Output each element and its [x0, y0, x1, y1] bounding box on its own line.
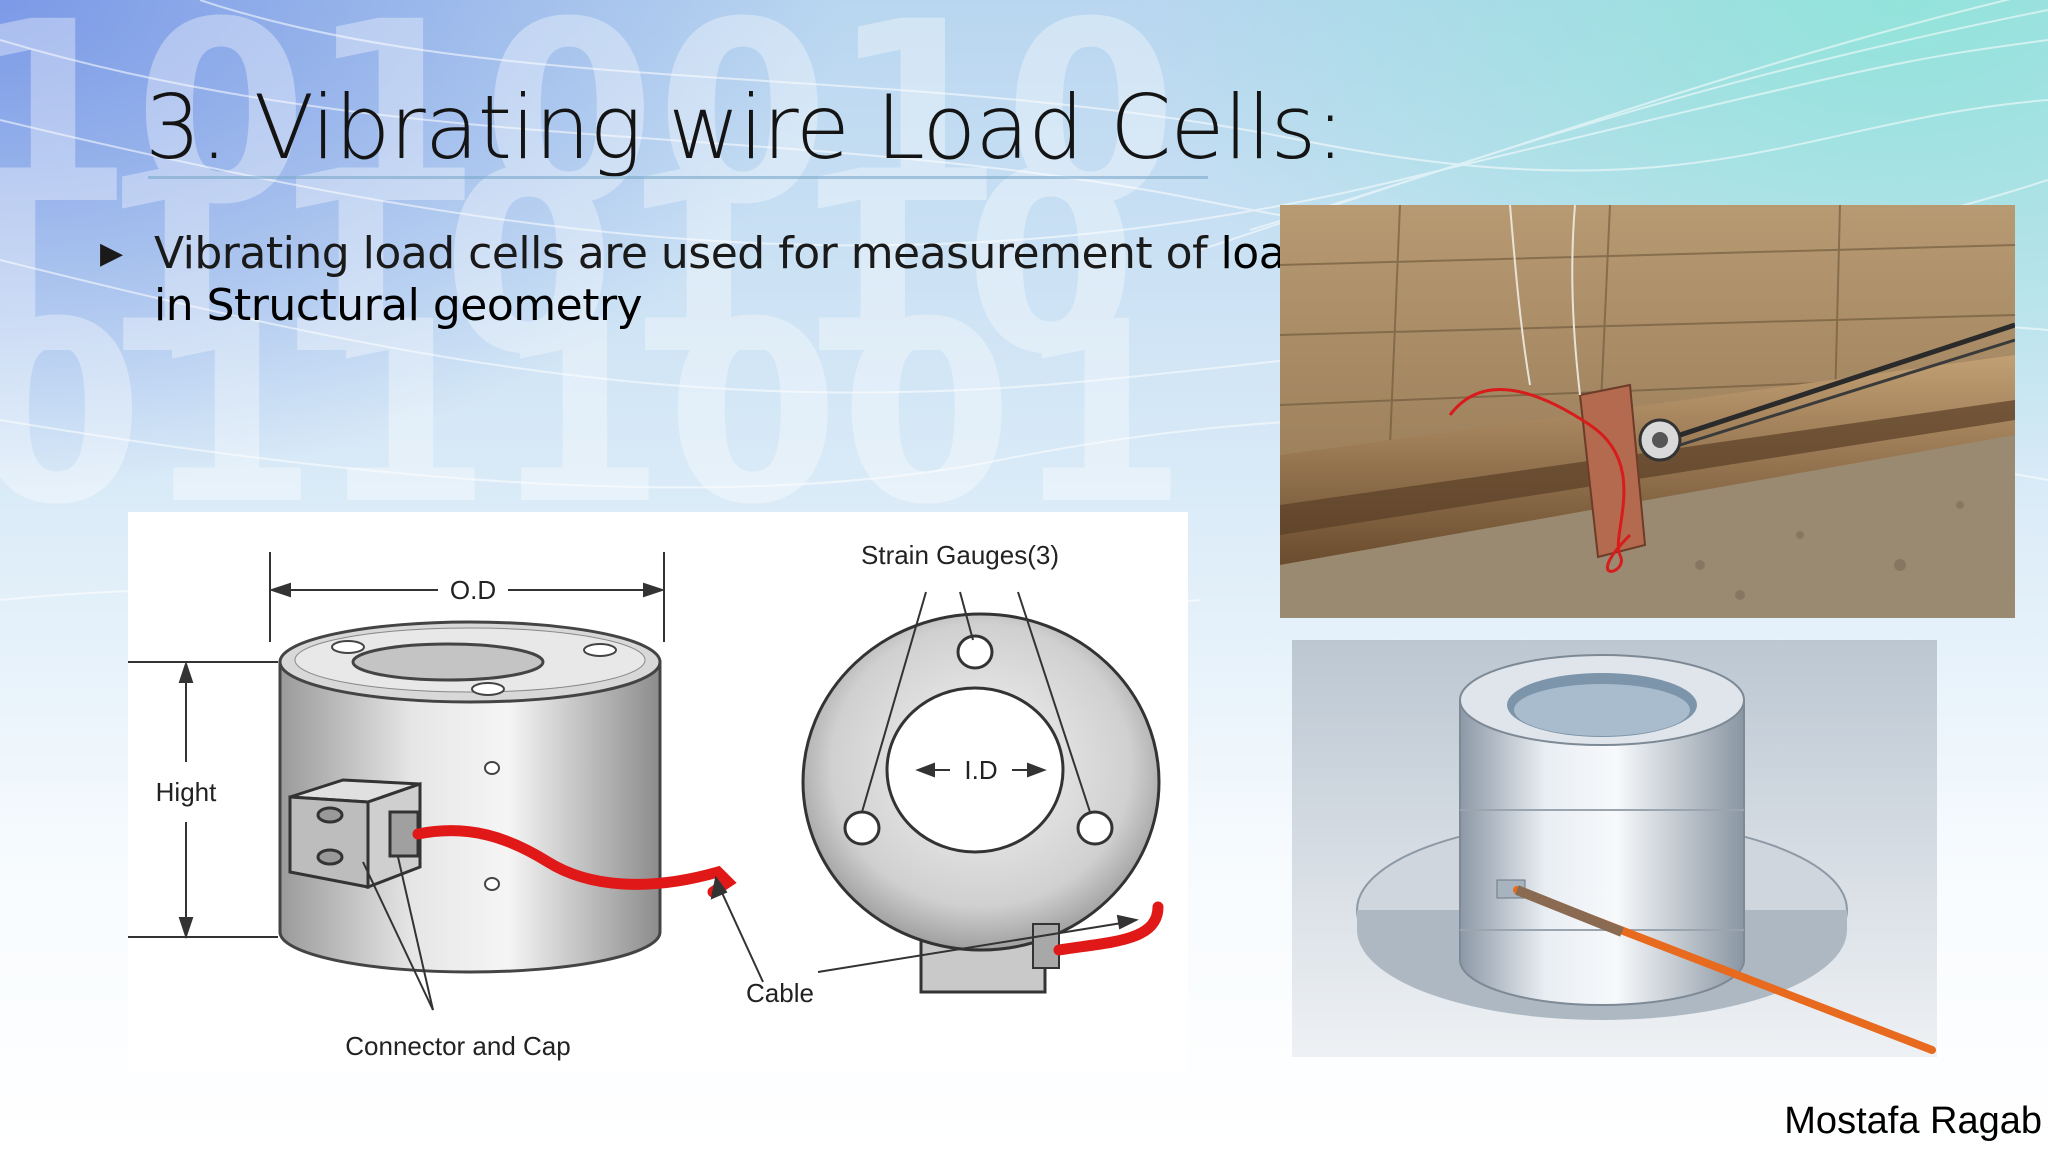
id-label: I.D: [964, 755, 997, 785]
author-credit: Mostafa Ragab: [1784, 1100, 2042, 1142]
cable-right: [1053, 901, 1164, 956]
bullet-plain: Vibrating load cells are used for measur…: [154, 228, 1221, 279]
cable-leaders: [710, 875, 1139, 983]
height-dimension: [128, 660, 278, 940]
title-underline: [148, 176, 1208, 179]
slide-title: 3. Vibrating wire Load Cells:: [145, 76, 1345, 179]
strain-gauge-leaders: [861, 591, 1091, 813]
height-label: Hight: [156, 777, 217, 807]
od-label: O.D: [450, 575, 496, 605]
bg-digits-row-2: 1110110: [0, 118, 1138, 409]
load-cell-drawing: O.D Hight: [128, 540, 1164, 1061]
load-cell-diagram: O.D Hight: [128, 512, 1188, 1072]
site-photo-drawing: [1280, 205, 2015, 618]
bg-digits-row-1: 1010010: [0, 0, 1178, 259]
load-cell-cylinder: [278, 620, 662, 974]
cable-label: Cable: [746, 978, 814, 1008]
load-cell-top-view: [801, 612, 1161, 994]
product-photo-drawing: [1292, 640, 1937, 1057]
cable-left: [412, 825, 737, 898]
bg-digits-row-3: 0111001: [0, 268, 1188, 559]
id-dimension: [915, 762, 1047, 778]
site-installation-photo: [1280, 205, 2015, 618]
od-dimension: [268, 552, 666, 642]
bullet-triangle-icon: ▶: [100, 236, 124, 271]
bullet-text: Vibrating load cells are used for measur…: [154, 228, 1334, 332]
connector-label: Connector and Cap: [345, 1031, 570, 1061]
connector-box: [288, 778, 422, 890]
connector-leaders: [362, 856, 434, 1011]
load-cell-product-photo: [1292, 640, 1937, 1057]
strain-gauges-label: Strain Gauges(3): [861, 540, 1059, 570]
